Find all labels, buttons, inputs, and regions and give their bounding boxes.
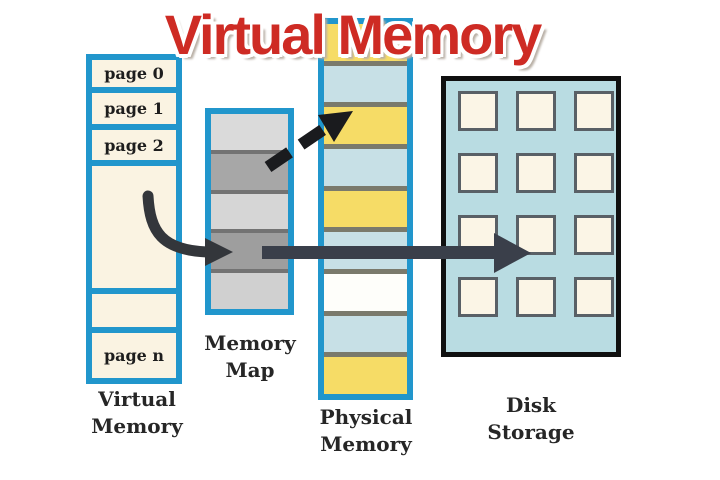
- virtual-memory-page-1: page 1: [92, 93, 176, 124]
- virtual-memory-column: page 0 page 1 page 2 page n: [86, 54, 182, 384]
- physical-memory-frame-0: [324, 24, 407, 61]
- virtual-memory-empty-cell: [92, 166, 176, 288]
- memory-map-cell-1: [211, 153, 288, 190]
- virtual-memory-label-line1: Virtual: [98, 387, 176, 411]
- disk-storage-label-line1: Disk: [505, 393, 557, 417]
- physical-memory-frame-2: [324, 107, 407, 145]
- memory-map-cell-2: [211, 193, 288, 230]
- memory-map-cell-4: [211, 273, 288, 309]
- virtual-memory-label: Virtual Memory: [57, 386, 217, 440]
- disk-block: [516, 215, 556, 255]
- memory-map-column: [205, 108, 294, 315]
- memory-map-label: Memory Map: [180, 330, 320, 384]
- physical-memory-frame-4: [324, 190, 407, 228]
- virtual-memory-label-line2: Memory: [91, 414, 183, 438]
- virtual-memory-page-2: page 2: [92, 130, 176, 160]
- disk-block: [516, 91, 556, 131]
- page-title: Virtual Memory: [164, 3, 543, 66]
- physical-memory-frame-1: [324, 65, 407, 103]
- disk-block: [516, 153, 556, 193]
- virtual-memory-page-n: page n: [92, 333, 176, 378]
- disk-block: [458, 277, 498, 317]
- physical-memory-frame-7: [324, 315, 407, 353]
- disk-storage-box: [441, 76, 621, 357]
- physical-memory-label-line2: Memory: [320, 432, 412, 456]
- disk-block: [458, 91, 498, 131]
- physical-memory-label: Physical Memory: [286, 404, 446, 458]
- physical-memory-frame-5: [324, 232, 407, 270]
- physical-memory-label-line1: Physical: [319, 405, 413, 429]
- disk-block: [458, 215, 498, 255]
- disk-block: [574, 153, 614, 193]
- disk-block: [574, 215, 614, 255]
- disk-storage-label: Disk Storage: [451, 392, 611, 446]
- memory-map-cell-0: [211, 114, 288, 150]
- disk-storage-label-line2: Storage: [487, 420, 575, 444]
- disk-block: [458, 153, 498, 193]
- virtual-memory-empty-cell: [92, 294, 176, 327]
- memory-map-cell-3: [211, 233, 288, 270]
- disk-block: [574, 91, 614, 131]
- physical-memory-frame-8: [324, 357, 407, 395]
- virtual-memory-page-0: page 0: [92, 60, 176, 87]
- physical-memory-frame-6: [324, 274, 407, 311]
- physical-memory-frame-3: [324, 149, 407, 186]
- disk-block: [574, 277, 614, 317]
- disk-block: [516, 277, 556, 317]
- memory-map-label-line2: Map: [225, 358, 275, 382]
- memory-map-label-line1: Memory: [204, 331, 296, 355]
- physical-memory-column: [318, 18, 413, 400]
